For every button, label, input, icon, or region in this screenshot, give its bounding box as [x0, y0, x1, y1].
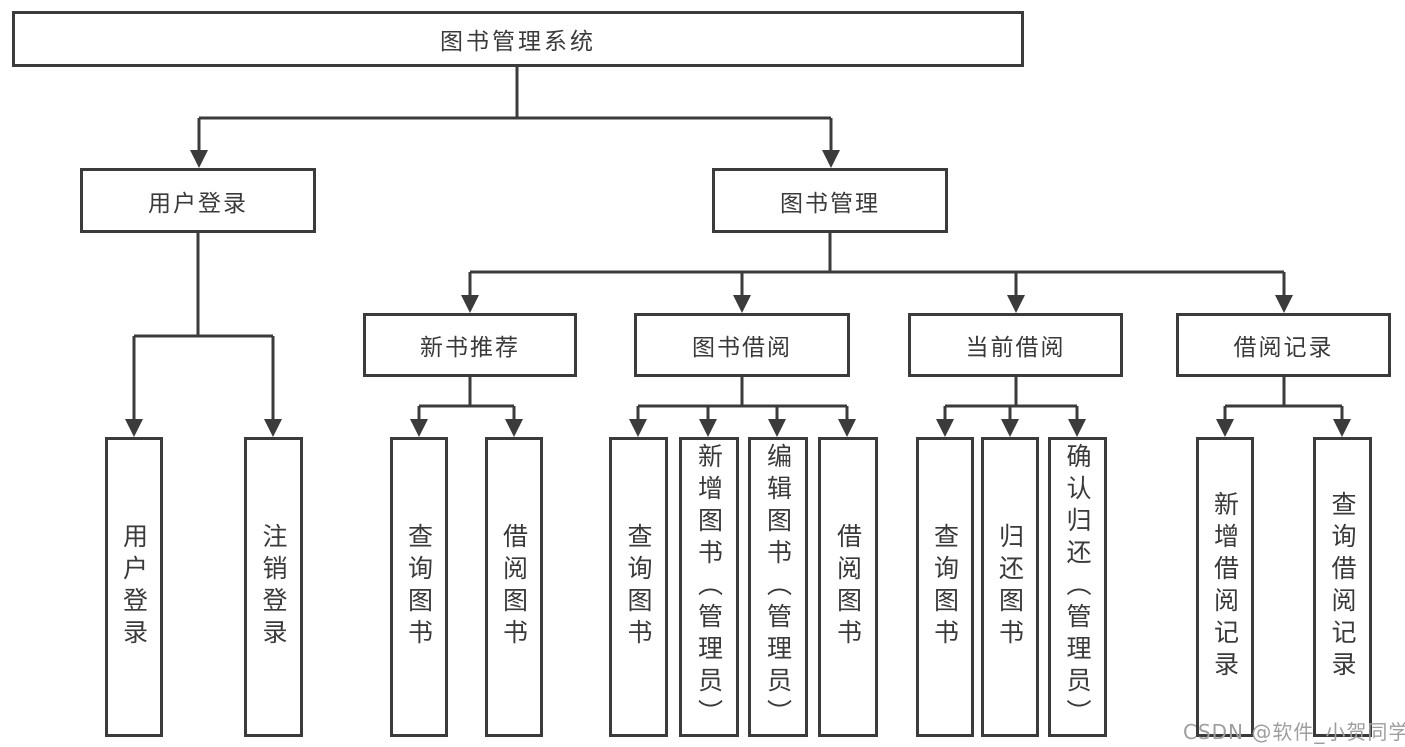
node-query-borrow-record-label: 查询借阅记录: [1328, 491, 1357, 683]
node-add-borrow-record-label: 新增借阅记录: [1210, 491, 1240, 683]
connector-new-book-children: [410, 377, 523, 437]
node-current-borrowing: 当前借阅: [908, 313, 1123, 377]
node-user-login: 用户登录: [80, 168, 316, 233]
node-edit-books-admin: 编辑图书（管理员）: [748, 437, 808, 737]
node-return-books: 归还图书: [981, 437, 1039, 737]
node-root-system: 图书管理系统: [12, 11, 1024, 67]
node-new-book-recommendation-label: 新书推荐: [420, 335, 520, 361]
node-book-borrowing-label: 图书借阅: [692, 335, 792, 361]
node-add-books-admin: 新增图书（管理员）: [679, 437, 739, 737]
connector-borrow-record-children: [1216, 377, 1351, 437]
node-borrow-books-action-label: 借阅图书: [833, 523, 863, 651]
node-confirm-return-admin-label: 确认归还（管理员）: [1063, 443, 1092, 731]
node-borrowing-records: 借阅记录: [1176, 313, 1391, 377]
connector-book-mgmt-to-level3: [461, 233, 1293, 313]
connector-root-to-level2: [190, 67, 840, 168]
node-recommend-query-books: 查询图书: [390, 437, 448, 737]
node-root-system-label: 图书管理系统: [440, 29, 596, 55]
node-logout-action-label: 注销登录: [259, 523, 288, 651]
node-user-login-action-label: 用户登录: [119, 523, 149, 651]
node-add-borrow-record: 新增借阅记录: [1196, 437, 1254, 737]
connector-book-borrow-children: [629, 377, 856, 437]
node-edit-books-admin-label: 编辑图书（管理员）: [763, 443, 793, 731]
csdn-watermark: CSDN @软件_小贺同学: [1183, 720, 1405, 744]
node-return-books-label: 归还图书: [995, 523, 1025, 651]
connector-current-borrow-children: [936, 377, 1086, 437]
node-book-borrowing: 图书借阅: [634, 313, 850, 377]
node-add-books-admin-label: 新增图书（管理员）: [694, 443, 724, 731]
node-logout-action: 注销登录: [244, 437, 303, 737]
node-book-management-label: 图书管理: [780, 190, 880, 217]
node-borrowing-records-label: 借阅记录: [1233, 335, 1334, 361]
node-recommend-borrow-books: 借阅图书: [485, 437, 543, 737]
node-recommend-borrow-books-label: 借阅图书: [499, 523, 529, 651]
node-query-borrow-record: 查询借阅记录: [1313, 437, 1372, 737]
node-current-query-books-label: 查询图书: [930, 523, 960, 651]
node-current-borrowing-label: 当前借阅: [965, 335, 1066, 361]
node-borrow-query-books-label: 查询图书: [624, 523, 653, 651]
node-borrow-query-books: 查询图书: [609, 437, 668, 737]
node-user-login-action: 用户登录: [105, 437, 163, 737]
node-confirm-return-admin: 确认归还（管理员）: [1048, 437, 1107, 737]
node-book-management: 图书管理: [712, 168, 948, 233]
node-user-login-label: 用户登录: [148, 190, 248, 217]
node-current-query-books: 查询图书: [916, 437, 974, 737]
node-recommend-query-books-label: 查询图书: [404, 523, 434, 651]
node-new-book-recommendation: 新书推荐: [363, 313, 577, 377]
connector-user-login-children: [125, 233, 282, 437]
node-borrow-books-action: 借阅图书: [818, 437, 878, 737]
